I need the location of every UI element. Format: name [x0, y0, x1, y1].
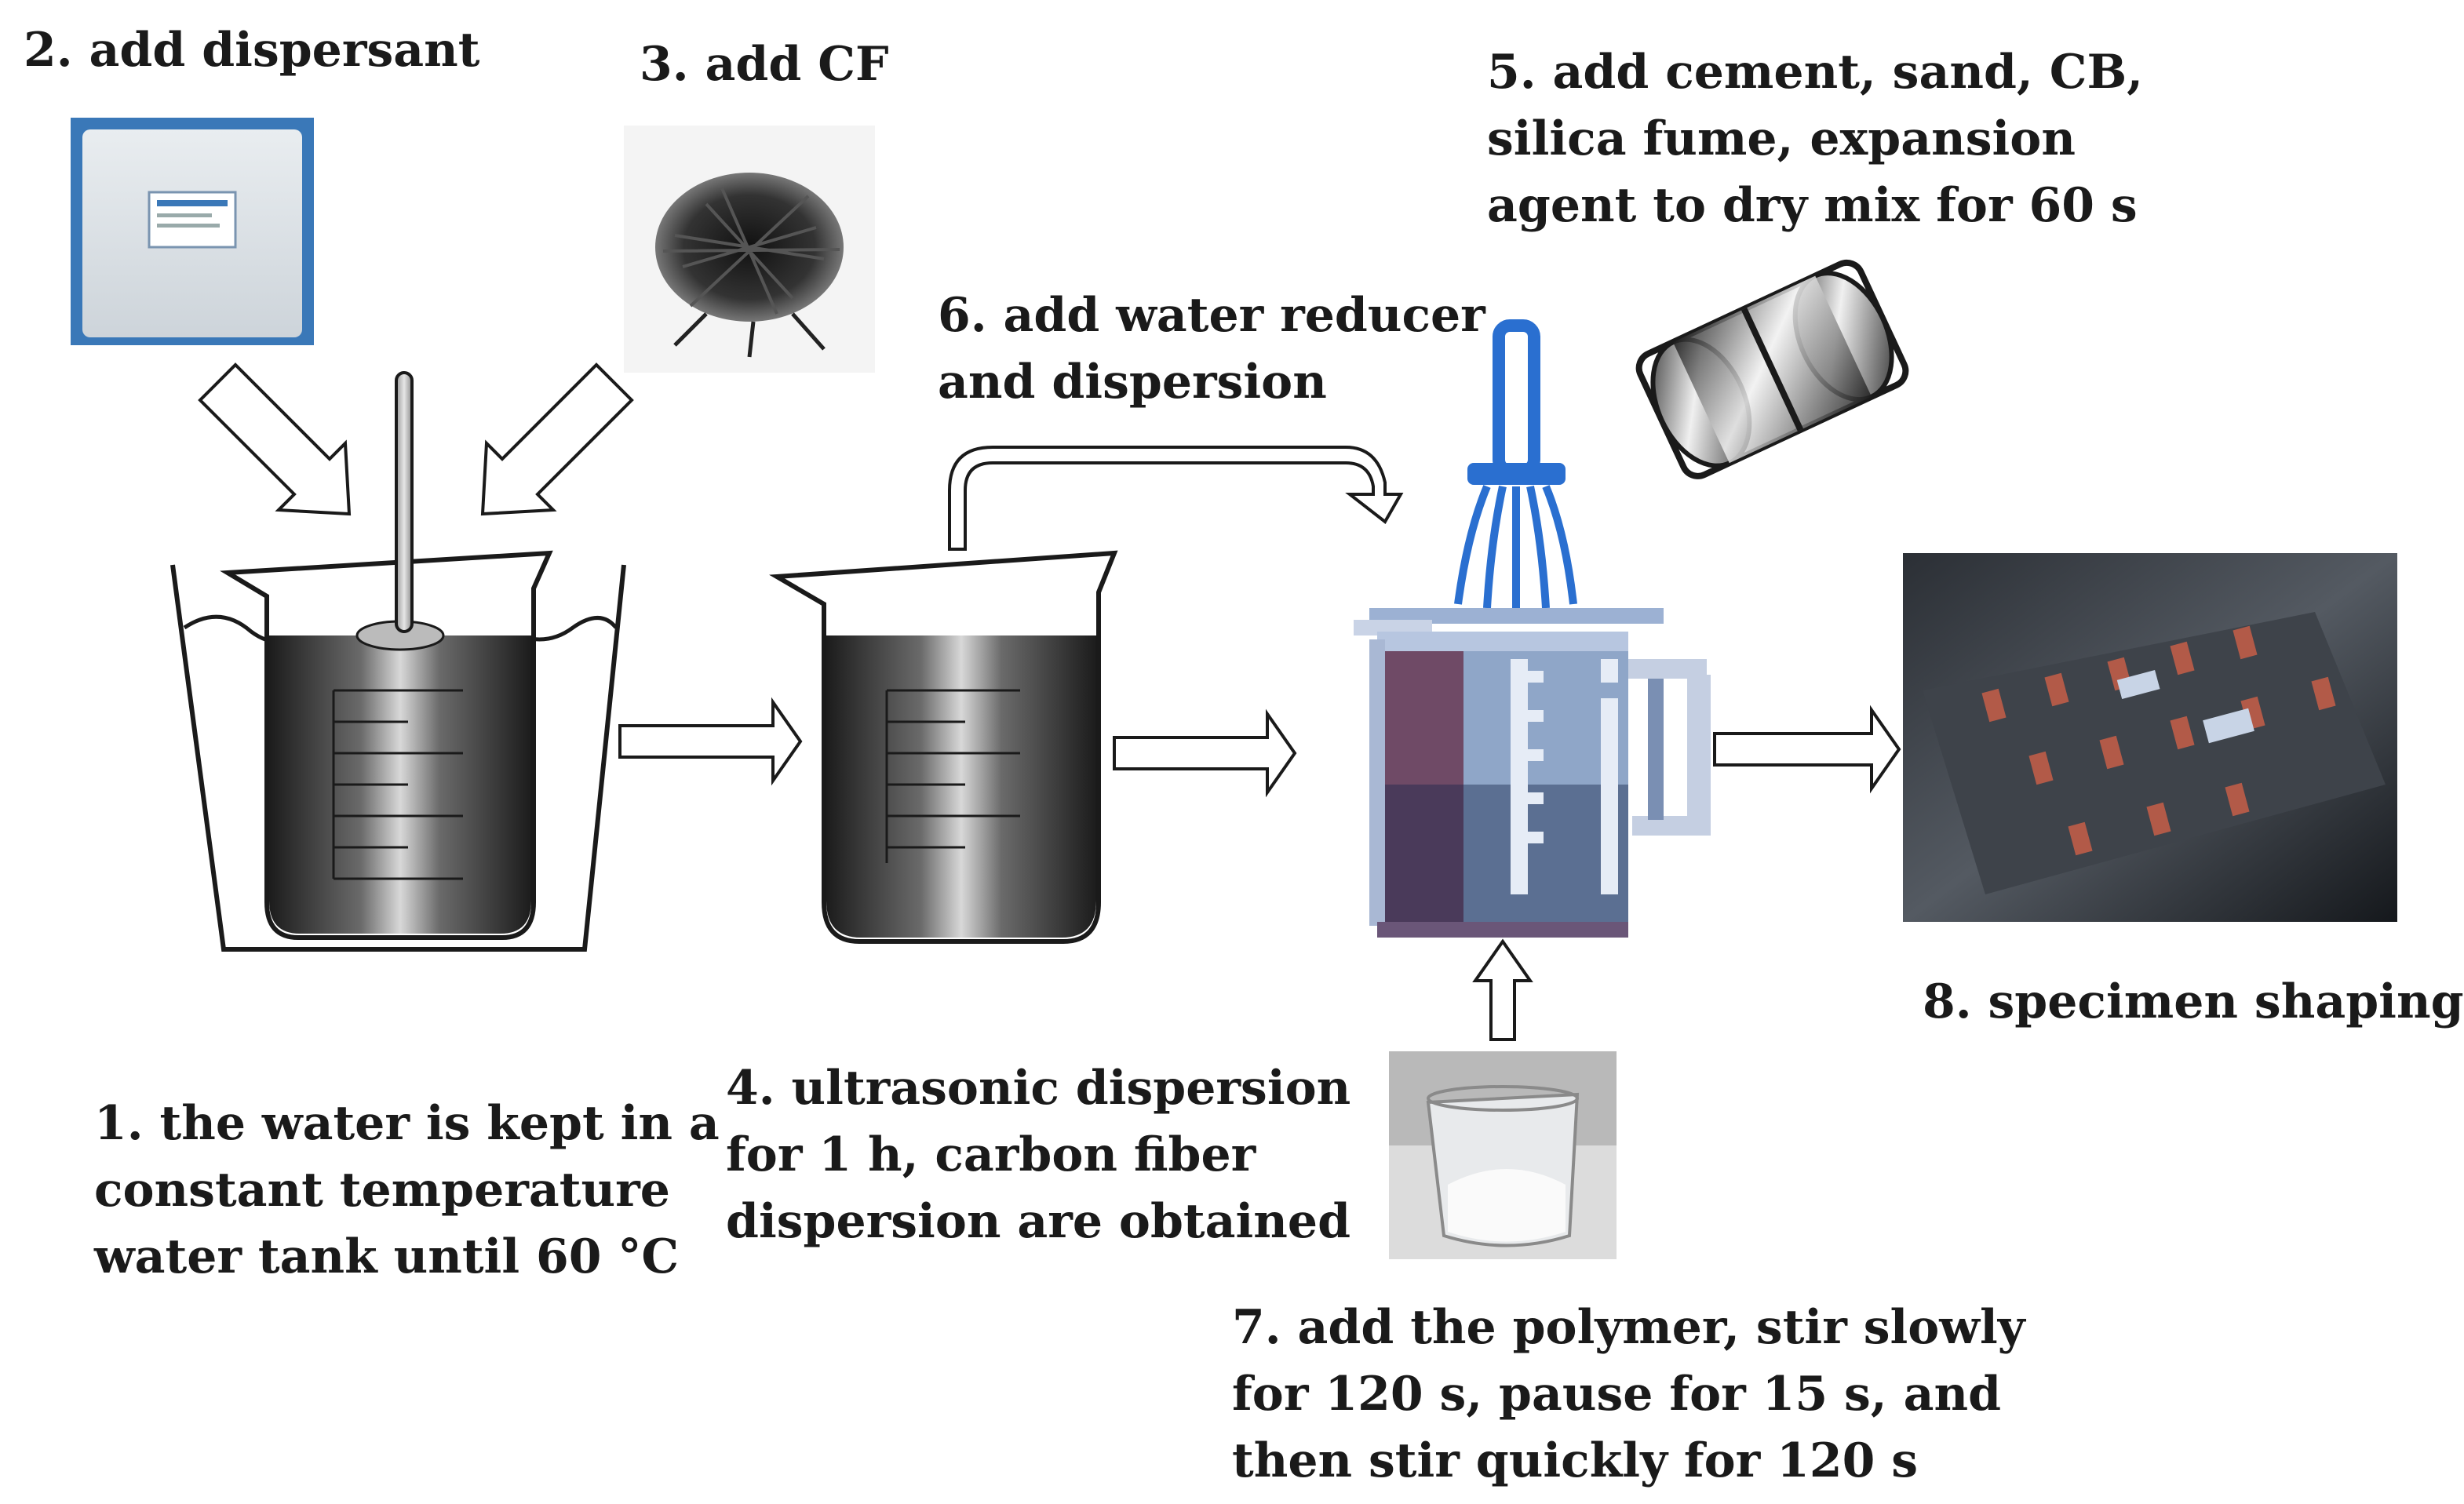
mixer-bowl [1354, 608, 1711, 938]
step8-label: 8. specimen shaping [1923, 974, 2464, 1029]
whisk [1454, 319, 1577, 609]
arrow-dispersant-down [198, 362, 352, 516]
step2-label: 2. add dispersant [24, 23, 480, 78]
step3-label: 3. add CF [640, 37, 889, 92]
arrow-right-2 [1113, 708, 1297, 798]
thermometer [395, 371, 414, 633]
specimen-mold-image [1903, 553, 2397, 922]
arrow-cf-down [480, 362, 634, 516]
arrow-right-3 [1713, 705, 1901, 794]
dispersion-beaker [769, 550, 1118, 944]
polymer-beaker-image [1389, 1051, 1617, 1259]
step7-label: 7. add the polymer, stir slowly for 120 … [1232, 1300, 2025, 1488]
step1-label: 1. the water is kept in a constant tempe… [94, 1096, 720, 1284]
step6-label: 6. add water reducer and dispersion [938, 288, 1485, 410]
beaker-in-tank [220, 550, 553, 940]
arrow-water-reducer [948, 446, 1404, 551]
mixing-drum-icon [1635, 259, 1909, 479]
carbon-fiber-image [624, 126, 875, 373]
step5-label: 5. add cement, sand, CB, silica fume, ex… [1487, 45, 2144, 233]
dispersant-bag-image [71, 118, 314, 345]
step4-label: 4. ultrasonic dispersion for 1 h, carbon… [726, 1061, 1351, 1249]
arrow-polymer-up [1472, 938, 1533, 1041]
arrow-right-1 [618, 697, 803, 786]
